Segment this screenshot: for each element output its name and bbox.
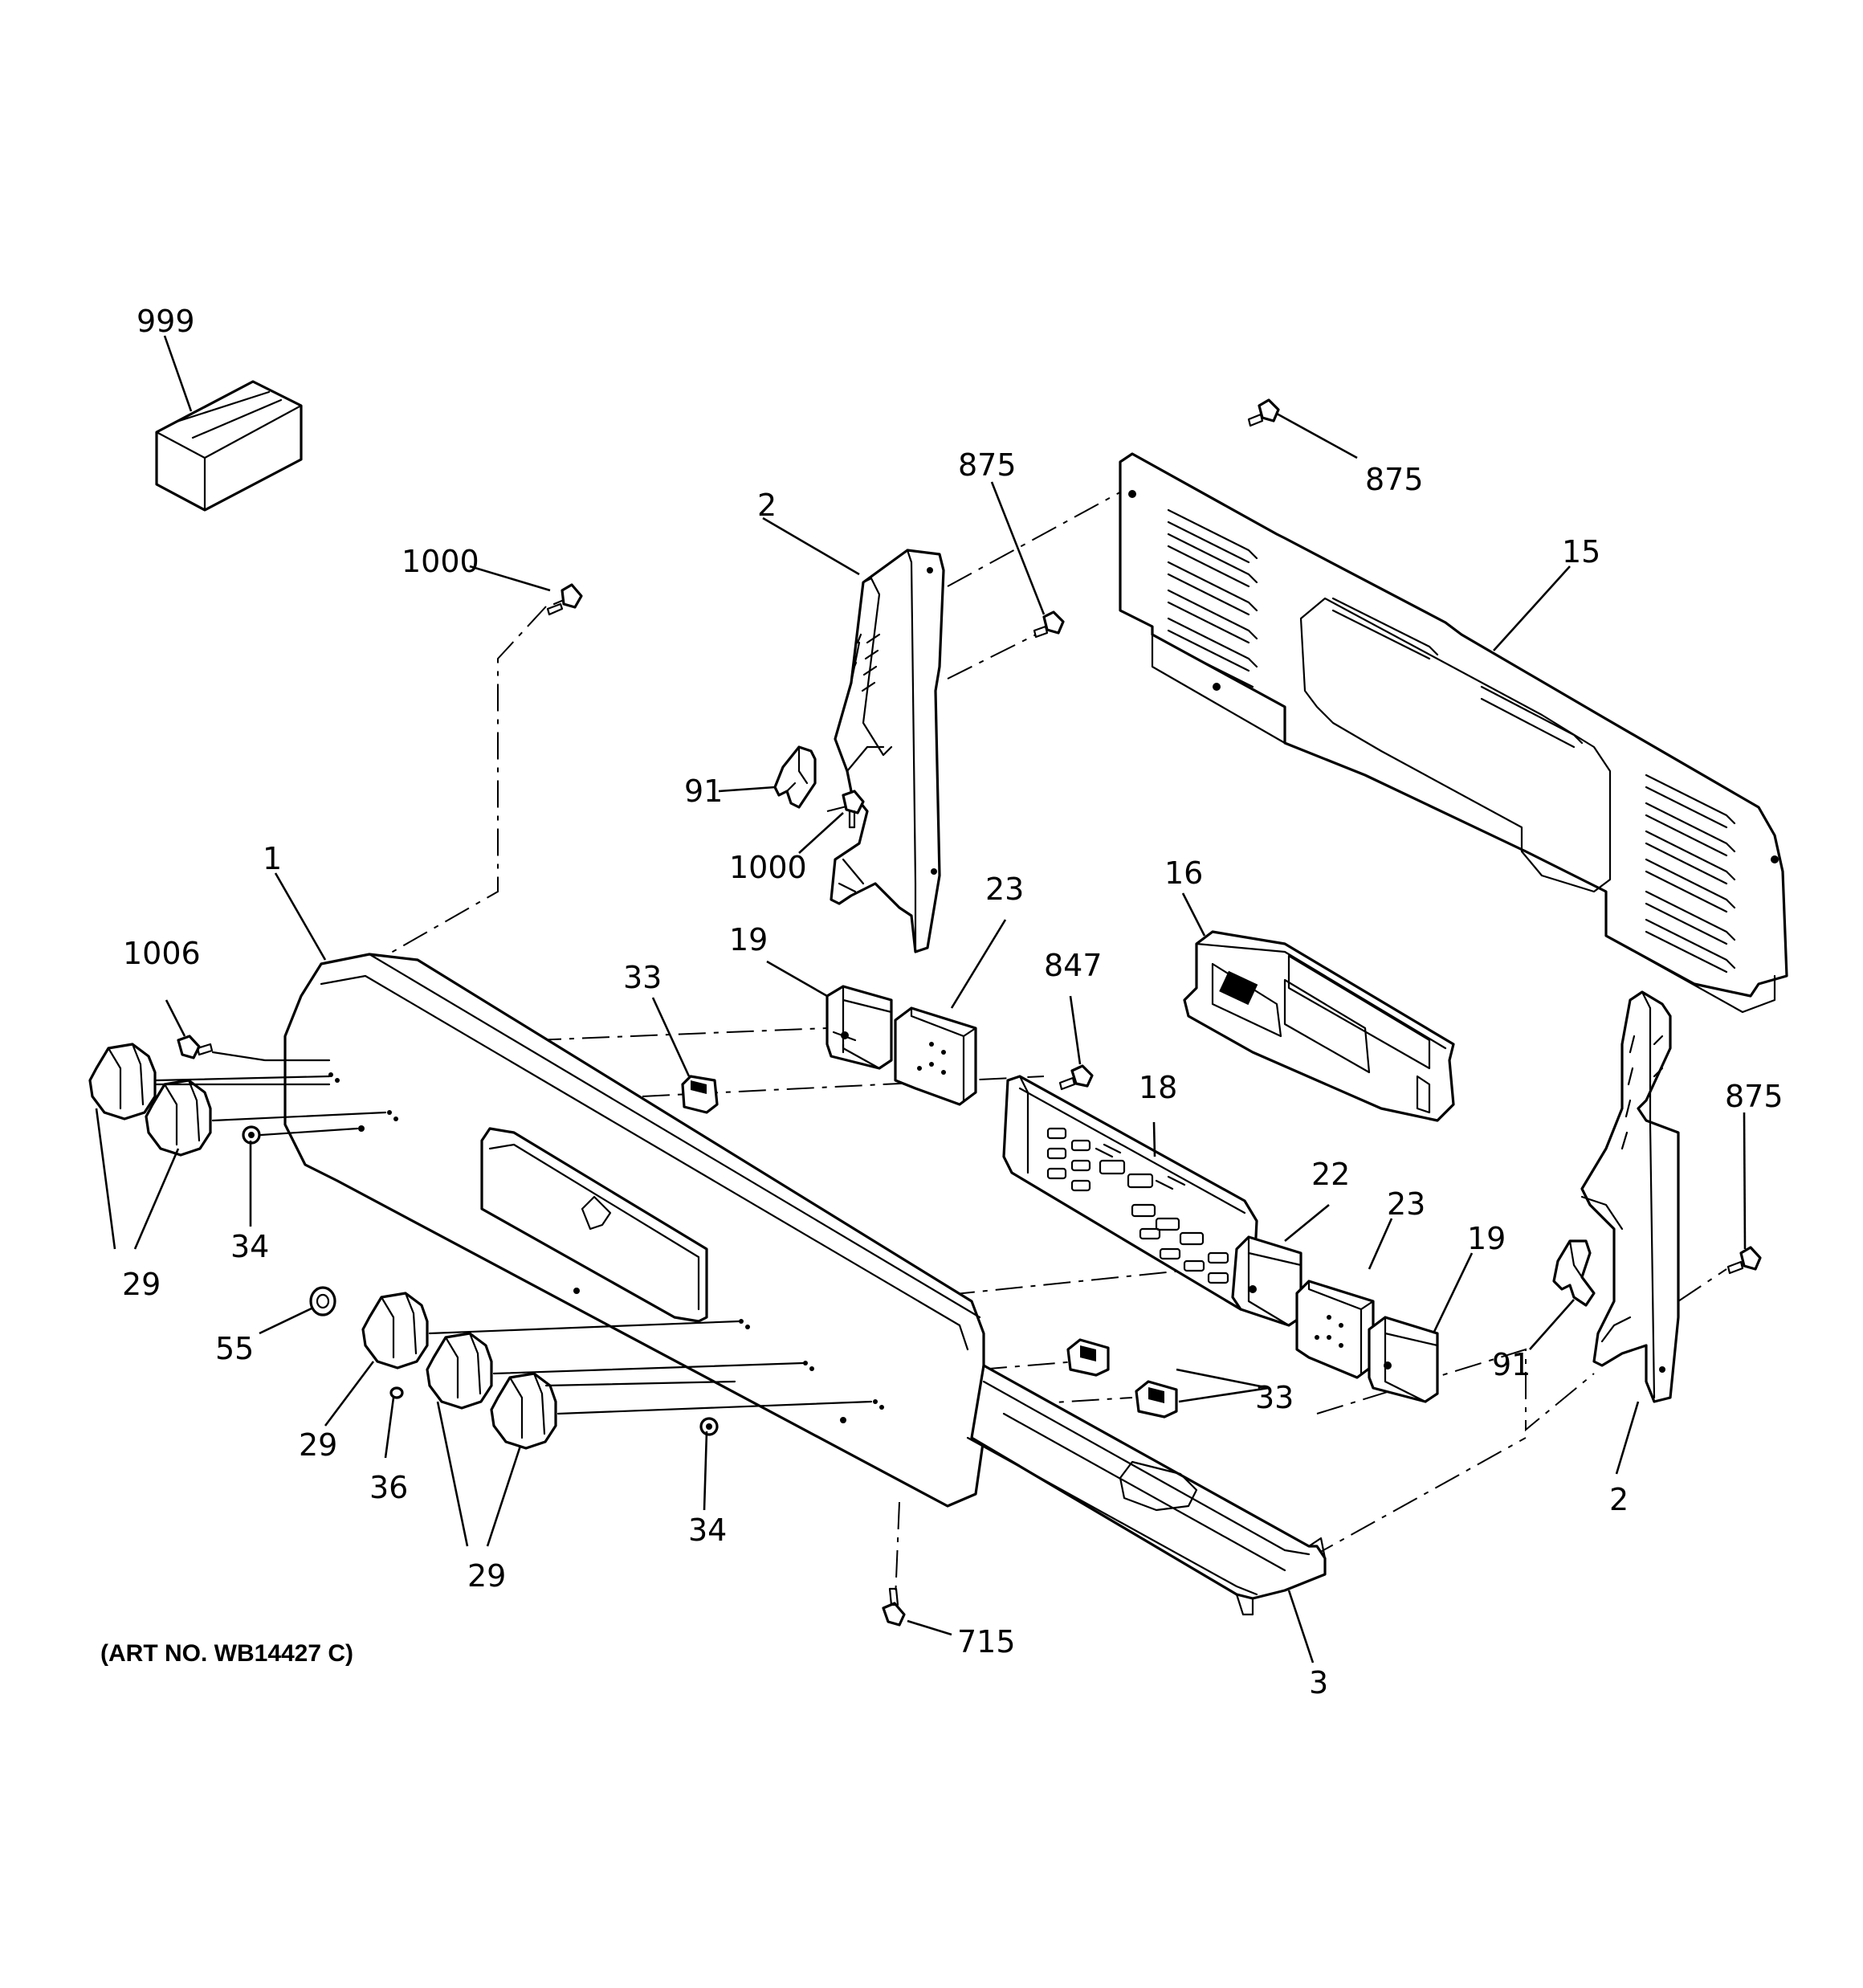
callout-33-right: 33: [1255, 1380, 1294, 1415]
screw-1000-bracket: [842, 790, 865, 829]
callout-2-right: 2: [1609, 1482, 1629, 1517]
callout-16: 16: [1164, 855, 1203, 891]
switch-23-right: [1295, 1280, 1375, 1379]
callout-1000-bracket: 1000: [729, 850, 807, 885]
callout-1000-top: 1000: [402, 544, 479, 579]
callout-29-mid: 29: [299, 1427, 337, 1463]
display-window: [480, 1127, 708, 1323]
switch-19-right: [1368, 1316, 1439, 1403]
clip-33-right-a: [1066, 1338, 1110, 1377]
control-touchpad-18: [1002, 1075, 1258, 1311]
callout-18: 18: [1139, 1070, 1177, 1105]
washer-55: [309, 1286, 336, 1316]
callout-19-left: 19: [729, 922, 768, 957]
knob-29-b: [145, 1079, 212, 1157]
callout-875-mid: 875: [958, 447, 1017, 483]
switch-19-left: [826, 985, 893, 1070]
callout-labels: 999 875 875 875 2 2 15 1000 1000 91 91 1…: [122, 304, 1784, 1700]
switch-22: [1231, 1235, 1302, 1327]
callout-875-right: 875: [1725, 1079, 1784, 1114]
callout-3: 3: [1309, 1665, 1328, 1700]
knob-29-d: [426, 1332, 493, 1410]
kit-box: [155, 380, 303, 512]
callout-55: 55: [215, 1331, 254, 1366]
callout-23-left: 23: [985, 872, 1024, 907]
callout-29-left: 29: [122, 1267, 161, 1302]
callout-91-right: 91: [1492, 1347, 1531, 1382]
touchpad-keys: [1046, 1127, 1229, 1284]
screw-847: [1058, 1064, 1094, 1091]
vent-slots: [1167, 508, 1736, 974]
callout-23-right: 23: [1387, 1186, 1425, 1222]
knob-29-e: [490, 1372, 557, 1450]
screw-715: [882, 1587, 906, 1627]
switch-23-left: [894, 1006, 977, 1106]
screw-1000-top: [546, 583, 583, 616]
control-board-16: [1183, 930, 1455, 1122]
callout-875-top: 875: [1365, 462, 1424, 497]
screw-875-mid: [1033, 610, 1065, 639]
callout-36: 36: [369, 1470, 408, 1505]
callout-91-left: 91: [684, 774, 723, 809]
hinge-clip-right: [1552, 1239, 1596, 1307]
nut-34-bottom: [699, 1417, 719, 1436]
clip-36: [389, 1386, 404, 1399]
callout-leaders: [95, 335, 1747, 1663]
art-number: (ART NO. WB14427 C): [100, 1640, 353, 1667]
clip-33-left: [681, 1075, 719, 1114]
nut-34-left: [242, 1125, 261, 1145]
side-bracket-left: [830, 549, 945, 953]
callout-1: 1: [263, 841, 282, 876]
callout-33-left: 33: [623, 960, 662, 995]
callout-999: 999: [137, 304, 195, 339]
callout-847: 847: [1044, 948, 1103, 983]
callout-22: 22: [1311, 1157, 1350, 1192]
rear-bracket-panel: [1119, 452, 1788, 1014]
screw-875-top: [1247, 398, 1280, 427]
callout-34-bottom: 34: [688, 1512, 727, 1548]
hinge-clip-left: [773, 745, 817, 809]
screw-1006: [177, 1035, 214, 1059]
knob-29-c: [361, 1292, 429, 1370]
side-bracket-right: [1580, 990, 1680, 1403]
callout-15: 15: [1562, 534, 1600, 569]
callout-29-bottom: 29: [467, 1558, 506, 1594]
screw-875-right: [1726, 1246, 1762, 1275]
lower-trim-panel: [966, 1364, 1327, 1616]
callout-19-right: 19: [1467, 1221, 1506, 1256]
control-panel-backsplash: [283, 953, 985, 1508]
clip-33-right-b: [1135, 1380, 1178, 1419]
callout-1006: 1006: [123, 936, 201, 971]
callout-34-left: 34: [230, 1229, 269, 1264]
callout-2-left: 2: [757, 488, 777, 523]
alignment-lines: [385, 489, 1727, 1599]
knob-alignment-lines: [155, 1051, 884, 1423]
callout-715: 715: [957, 1624, 1016, 1659]
knob-29-a: [88, 1043, 157, 1121]
